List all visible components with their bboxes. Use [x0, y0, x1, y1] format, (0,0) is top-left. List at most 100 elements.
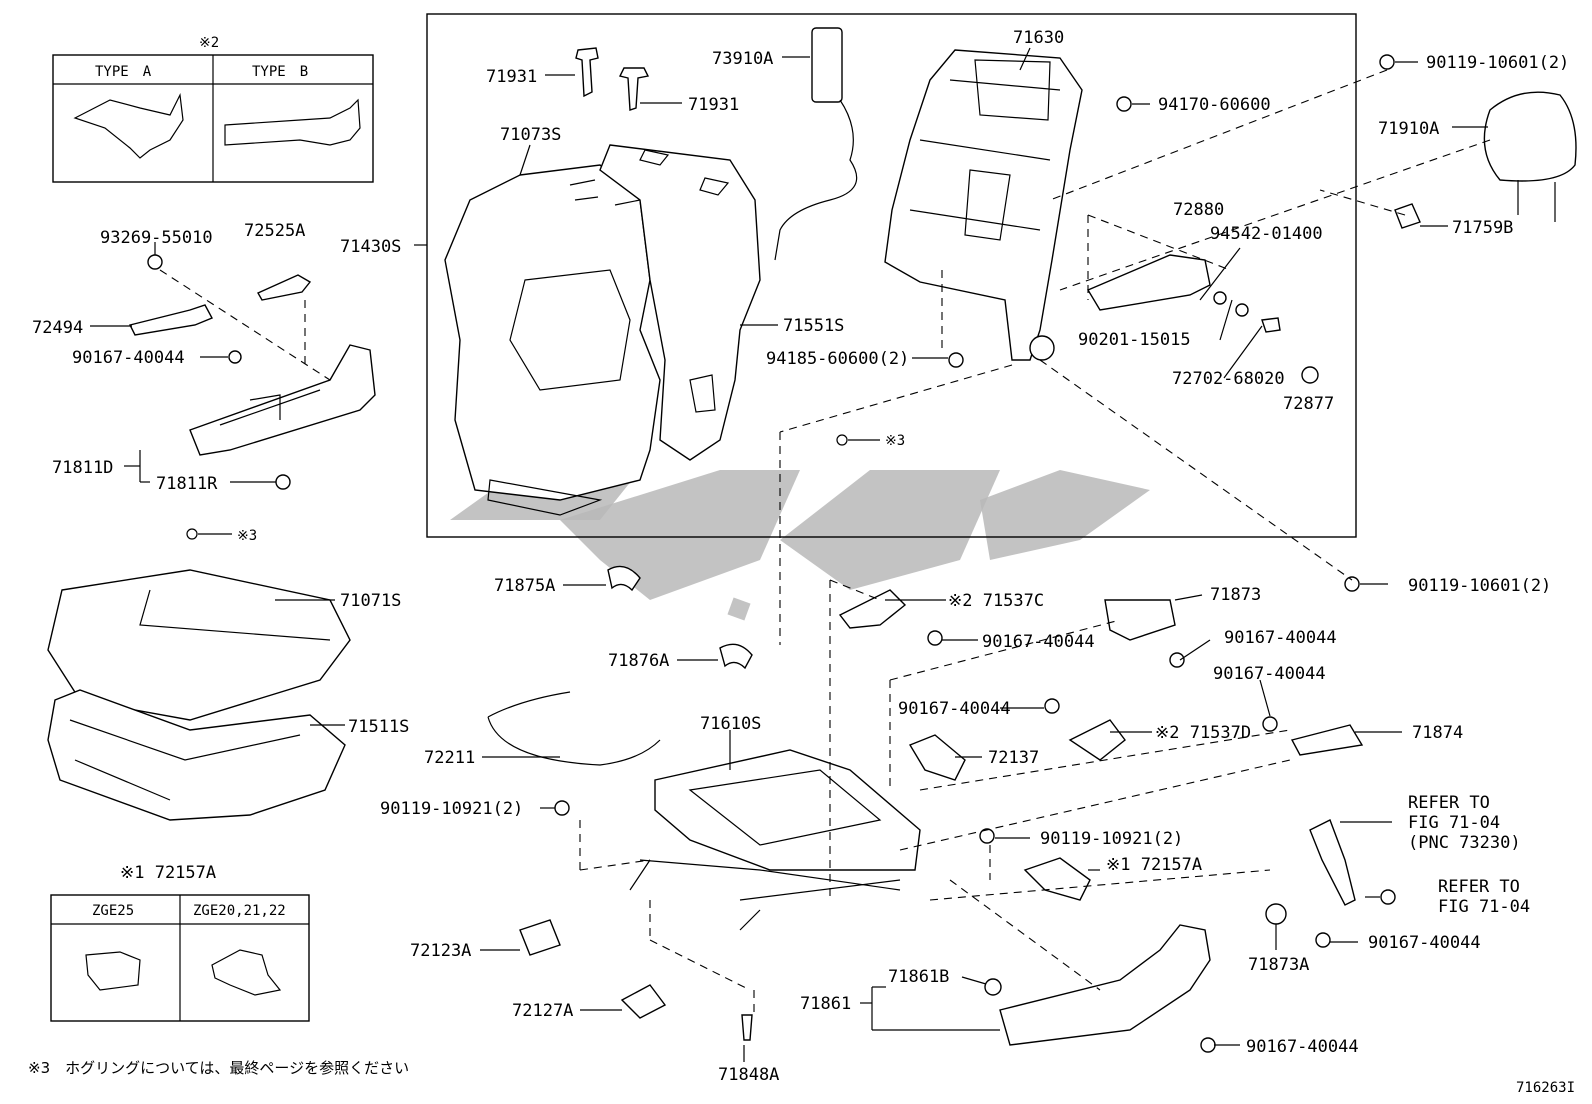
- label-71811R: 71811R: [156, 474, 218, 494]
- label-71537C: ※2 71537C: [948, 591, 1044, 611]
- seat-cushion-71071S: [47, 569, 351, 721]
- label-94542-01400: 94542-01400: [1210, 224, 1323, 244]
- zge20-header: ZGE20,21,22: [193, 903, 286, 919]
- type-b-part: [224, 98, 361, 146]
- svg-text:REFER TO: REFER TO: [1408, 793, 1490, 813]
- label-90167-40044: 90167-40044: [72, 348, 185, 368]
- headrest-guide-71759B: [1394, 203, 1421, 229]
- label-71848A: 71848A: [718, 1065, 779, 1085]
- label-90119-10601: 90119-10601(2): [1408, 576, 1551, 596]
- svg-text:(PNC 73230): (PNC 73230): [1408, 833, 1521, 853]
- shield-71861: [999, 924, 1211, 1046]
- label-71610S: 71610S: [700, 714, 761, 734]
- label-90167-40044: 90167-40044: [1224, 628, 1337, 648]
- svg-text:REFER TO: REFER TO: [1438, 877, 1520, 897]
- label-71873: 71873: [1210, 585, 1261, 605]
- clip-71931-a: [575, 47, 599, 98]
- label-94185-60600: 94185-60600(2): [766, 349, 909, 369]
- dashed-lines: [159, 69, 1491, 1012]
- label-71874: 71874: [1412, 723, 1463, 743]
- seatback-cushion-71073S: [444, 164, 661, 516]
- label-72137: 72137: [988, 748, 1039, 768]
- hog-ring-mark: ※3: [885, 433, 905, 449]
- label-73910A: 73910A: [712, 49, 773, 69]
- label-90167-40044: 90167-40044: [898, 699, 1011, 719]
- label-93269-55010: 93269-55010: [100, 228, 213, 248]
- side-shield-71811D: [128, 274, 376, 456]
- cover-72123A: [519, 919, 561, 956]
- label-71910A: 71910A: [1378, 119, 1439, 139]
- label-90167-40044: 90167-40044: [1368, 933, 1481, 953]
- label-71073S: 71073S: [500, 125, 561, 145]
- label-72494: 72494: [32, 318, 83, 338]
- label-71861: 71861: [800, 994, 851, 1014]
- clip-71876A: [719, 643, 753, 670]
- seat-frame-71610S: [629, 749, 921, 931]
- leader-lines: [90, 47, 1488, 1062]
- belt-buckle: [1309, 819, 1356, 906]
- label-71811D: 71811D: [52, 458, 113, 478]
- armrest-72880: [1086, 254, 1319, 384]
- label-90167-40044: 90167-40044: [1246, 1037, 1359, 1057]
- bracket-71537C: [838, 589, 907, 629]
- small-fasteners: [147, 54, 1396, 1053]
- label-72127A: 72127A: [512, 1001, 573, 1021]
- clip-71931-b: [618, 67, 650, 111]
- label-72877: 72877: [1283, 394, 1334, 414]
- seatback-frame-71630: [884, 49, 1083, 361]
- label-90119-10921: 90119-10921(2): [380, 799, 523, 819]
- hog-ring-mark: ※3: [237, 528, 257, 544]
- bracket-71537D: [1068, 719, 1126, 761]
- bracket-71873: [1104, 599, 1176, 641]
- zge20-part: [211, 949, 282, 996]
- zge25-part: [85, 951, 141, 991]
- footnote: ※3 ホグリングについては、最終ページを参照ください: [28, 1059, 409, 1077]
- svg-text:FIG 71-04: FIG 71-04: [1408, 813, 1500, 833]
- cover-72137: [908, 734, 966, 781]
- side-airbag-73910A: [774, 27, 858, 261]
- type-table-note: ※2: [199, 35, 219, 51]
- label-71875A: 71875A: [494, 576, 555, 596]
- wire-72211: [487, 691, 661, 766]
- type-a-header: TYPE A: [95, 64, 152, 80]
- label-90119-10601: 90119-10601(2): [1426, 53, 1569, 73]
- label-90167-40044: 90167-40044: [982, 632, 1095, 652]
- type-a-part: [73, 92, 184, 159]
- label-71759B: 71759B: [1452, 218, 1513, 238]
- hog-ring: [186, 528, 198, 540]
- refer-note-1: REFER TO FIG 71-04 (PNC 73230): [1408, 793, 1521, 853]
- clip-71875A: [607, 565, 641, 592]
- label-71873A: 71873A: [1248, 955, 1309, 975]
- label-71071S: 71071S: [340, 591, 401, 611]
- zge-table: ※1 72157A ZGE25 ZGE20,21,22: [50, 863, 310, 1022]
- label-90201-15015: 90201-15015: [1078, 330, 1191, 350]
- label-90119-10921: 90119-10921(2): [1040, 829, 1183, 849]
- part-labels: 71931 71931 73910A 71630 71073S 71430S 7…: [32, 28, 1569, 1085]
- label-71931: 71931: [688, 95, 739, 115]
- figure-id: 716263I: [1516, 1080, 1575, 1096]
- label-90167-40044: 90167-40044: [1213, 664, 1326, 684]
- type-table: ※2 TYPE A TYPE B: [52, 35, 374, 183]
- label-94170-60600: 94170-60600: [1158, 95, 1271, 115]
- seatback-group-box: [426, 13, 1357, 538]
- headrest-71910A: [1394, 91, 1577, 229]
- cover-72127A: [620, 984, 667, 1019]
- seat-cover-71511S: [47, 689, 346, 821]
- label-71511S: 71511S: [348, 717, 409, 737]
- svg-text:FIG 71-04: FIG 71-04: [1438, 897, 1530, 917]
- label-71931: 71931: [486, 67, 537, 87]
- label-71537D: ※2 71537D: [1155, 723, 1251, 743]
- refer-note-2: REFER TO FIG 71-04: [1438, 877, 1530, 917]
- label-71430S: 71430S: [340, 237, 401, 257]
- label-72702-68020: 72702-68020: [1172, 369, 1285, 389]
- label-72123A: 72123A: [410, 941, 471, 961]
- label-72880: 72880: [1173, 200, 1224, 220]
- bracket-71874: [1290, 724, 1364, 756]
- label-71630: 71630: [1013, 28, 1064, 48]
- seatback-cover-71551S: [599, 144, 761, 461]
- label-72157A: ※1 72157A: [1106, 855, 1202, 875]
- zge25-header: ZGE25: [92, 903, 134, 919]
- cover-72157A: [1023, 857, 1091, 901]
